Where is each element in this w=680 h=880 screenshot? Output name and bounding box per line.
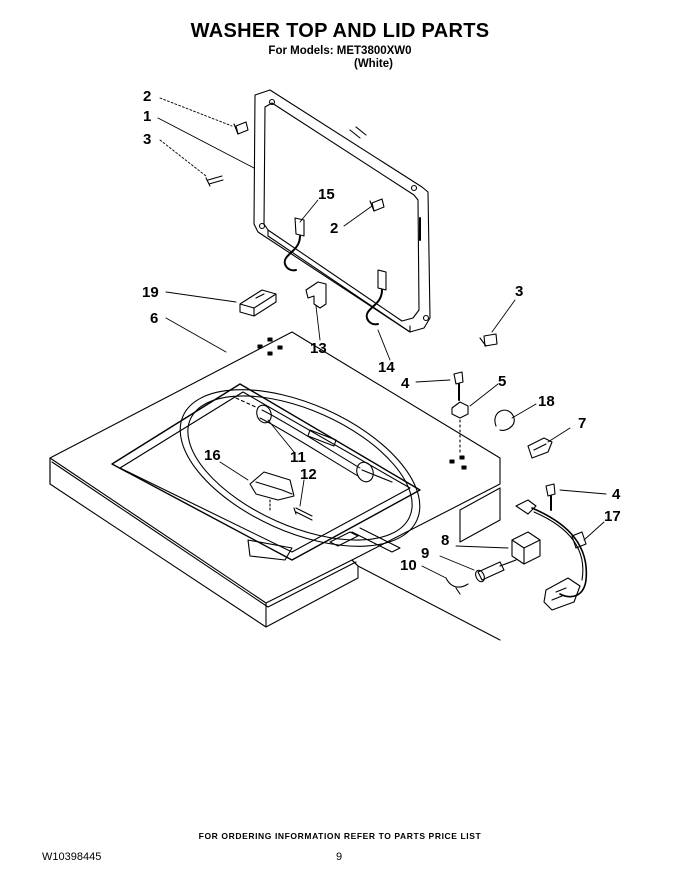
- model-line: For Models: MET3800XW0: [268, 45, 412, 57]
- callout-label: 3: [515, 283, 523, 300]
- callout-label: 11: [290, 449, 306, 466]
- callout-label: 9: [421, 545, 429, 562]
- callout-label: 3: [143, 131, 151, 148]
- callout-label: 6: [150, 310, 158, 327]
- tub-ring-hose-part: [235, 397, 374, 483]
- page-number: 9: [336, 851, 343, 863]
- lid-screw-part: [233, 121, 385, 212]
- bolt-nut-part: [451, 371, 556, 511]
- callout-label: 5: [498, 373, 506, 390]
- callout-label: 2: [143, 88, 151, 105]
- callout-label: 7: [578, 415, 586, 432]
- hinge-bracket-part: [283, 217, 387, 326]
- callout-label: 14: [378, 359, 395, 376]
- callout-labels: 2 1 3 15 2 19 6 13 14 3 4 5 18 7 16 11 1…: [142, 88, 621, 574]
- callout-label: 17: [604, 508, 621, 525]
- callout-label: 15: [318, 186, 335, 203]
- callout-label: 4: [612, 486, 621, 503]
- callout-label: 13: [310, 340, 327, 357]
- callout-label: 8: [441, 532, 449, 549]
- lid-switch-part: [511, 531, 541, 565]
- callout-label: 4: [401, 375, 410, 392]
- callout-label: 12: [300, 466, 317, 483]
- callout-label: 18: [538, 393, 555, 410]
- color-variant: (White): [354, 58, 393, 70]
- hinge-pin-part: [475, 559, 517, 583]
- clip-part: [494, 409, 515, 431]
- lid-frame-part: [253, 89, 431, 333]
- lid-strike-part: [239, 289, 277, 317]
- connector-part: [527, 437, 553, 459]
- dispenser-part: [249, 471, 295, 513]
- callout-label: 10: [400, 557, 417, 574]
- callout-label: 19: [142, 284, 159, 301]
- document-number: W10398445: [42, 851, 102, 863]
- callout-label: 1: [143, 108, 151, 125]
- wire-harness-part: [515, 499, 588, 611]
- ordering-note: FOR ORDERING INFORMATION REFER TO PARTS …: [198, 831, 482, 841]
- callout-label: 2: [330, 220, 338, 237]
- leader-lines: [157, 97, 607, 579]
- callout-label: 16: [204, 447, 221, 464]
- hinge-clip-part: [305, 281, 327, 309]
- diagram-title: WASHER TOP AND LID PARTS: [190, 20, 490, 42]
- washer-top-part: [49, 331, 501, 641]
- hinge-screw-part: [205, 175, 498, 347]
- spring-clip-part: [445, 577, 469, 595]
- screw-part: [293, 507, 313, 521]
